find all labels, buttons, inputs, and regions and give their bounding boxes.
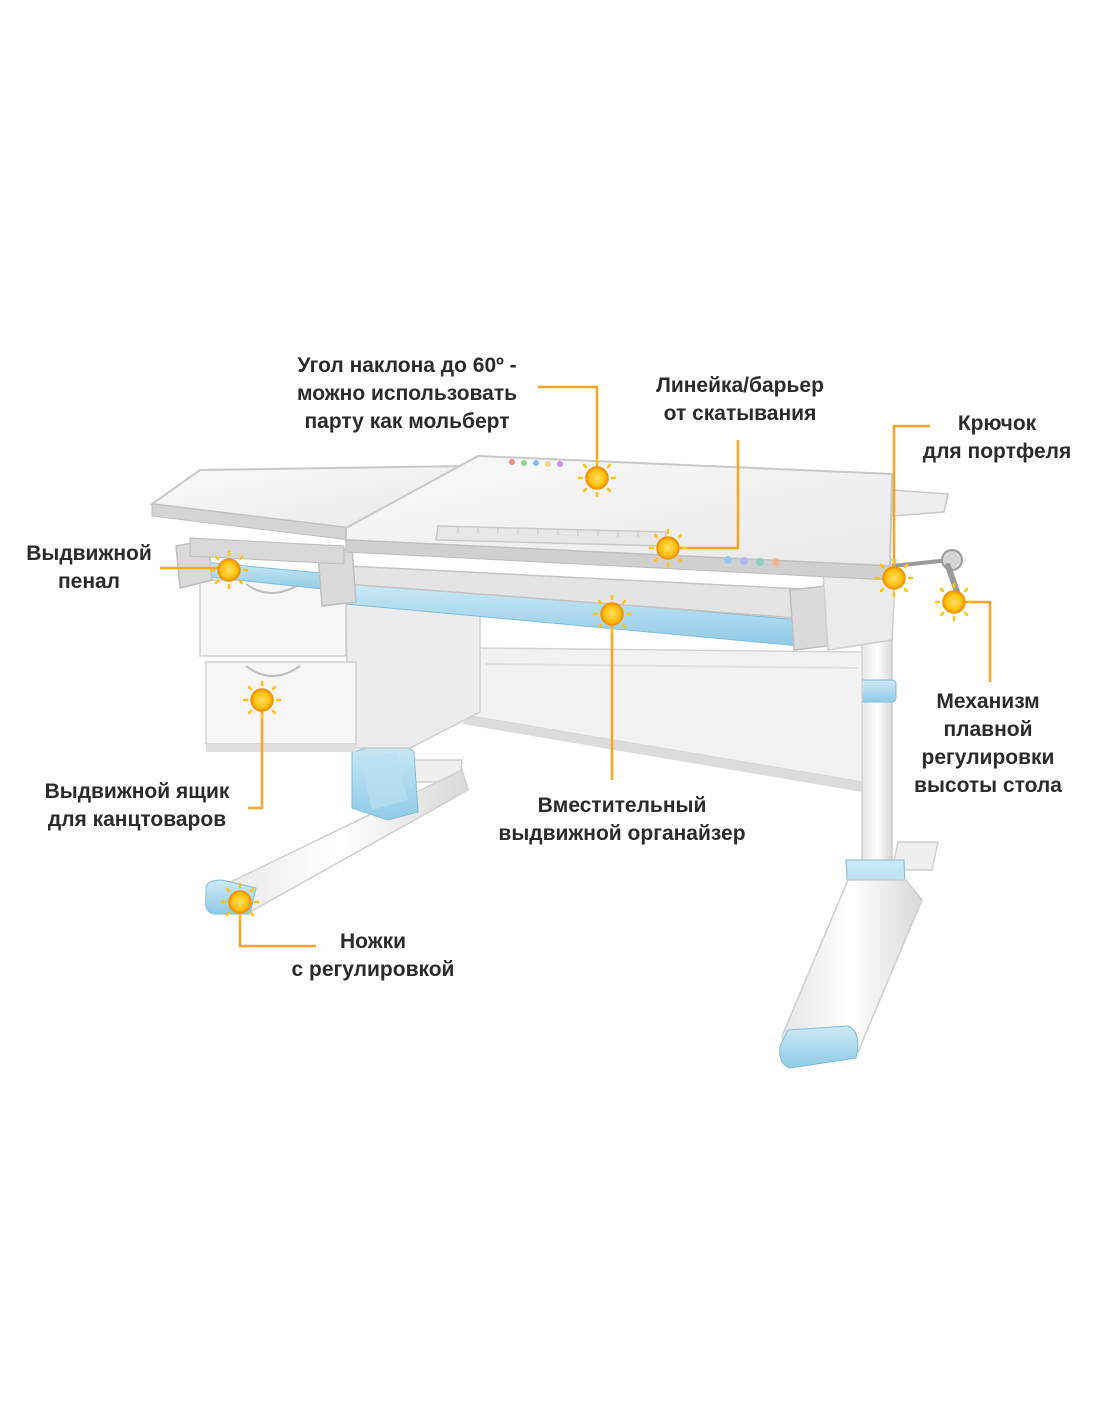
callout-organizer-line2: выдвижной органайзер <box>498 822 746 845</box>
left-leg <box>205 739 469 915</box>
callout-legs-line2: с регулировкой <box>291 958 455 981</box>
marker-organizer-icon <box>592 594 632 634</box>
callout-tilt-line2: можно использовать <box>296 382 518 405</box>
right-column <box>861 621 893 873</box>
right-column-collar <box>857 679 897 703</box>
marker-hook-icon <box>874 558 914 598</box>
callout-mechanism-line3: регулировки <box>921 746 1055 769</box>
callout-drawer-line1: Выдвижной ящик <box>44 780 230 803</box>
pencil-tray <box>189 537 345 565</box>
callout-drawer: Выдвижной ящик для канцтоваров <box>24 778 250 834</box>
callout-tilt: Угол наклона до 60º - можно использовать… <box>262 352 552 436</box>
leader-ruler <box>668 440 740 550</box>
callout-markers <box>209 458 974 922</box>
callout-hook-line1: Крючок <box>957 412 1037 435</box>
callout-ruler-line1: Линейка/барьер <box>656 374 824 397</box>
callout-ruler-line2: от скатывания <box>663 402 817 425</box>
callout-hook-line2: для портфеля <box>922 440 1072 463</box>
side-extension <box>891 489 949 517</box>
drawer-cabinet <box>199 579 481 752</box>
leader-lines <box>160 385 992 948</box>
marker-ruler-icon <box>648 528 688 568</box>
marker-pencil-icon <box>209 550 249 590</box>
callout-mechanism-line2: плавной <box>943 718 1033 741</box>
callout-tilt-line3: парту как мольберт <box>304 410 510 433</box>
leader-mechanism <box>958 600 992 682</box>
crank-handle <box>891 549 963 603</box>
right-foot-cap <box>779 1025 859 1069</box>
callout-drawer-line2: для канцтоваров <box>47 808 227 831</box>
callout-legs-line1: Ножки <box>339 930 407 953</box>
marker-mechanism-icon <box>934 582 974 622</box>
right-leg <box>779 621 939 1069</box>
right-front-foot <box>781 879 923 1061</box>
marker-drawer-icon <box>242 680 282 720</box>
main-tabletop <box>345 454 949 581</box>
callout-pencil-line2: пенал <box>57 570 121 593</box>
back-panel <box>462 647 863 792</box>
callout-pencil-line1: Выдвижной <box>26 542 152 565</box>
leader-drawer <box>248 702 264 810</box>
callout-mechanism-line1: Механизм <box>936 690 1040 713</box>
callout-pencil-case: Выдвижной пенал <box>14 540 164 596</box>
callout-hook: Крючок для портфеля <box>912 410 1082 466</box>
callout-ruler: Линейка/барьер от скатывания <box>640 372 840 428</box>
callout-legs: Ножки с регулировкой <box>268 928 478 984</box>
callout-organizer-line1: Вместительный <box>537 794 707 817</box>
callout-organizer: Вместительный выдвижной органайзер <box>472 792 772 848</box>
tabletop-decals <box>509 459 780 566</box>
callout-mechanism: Механизм плавной регулировки высоты стол… <box>898 688 1078 800</box>
callout-mechanism-line4: высоты стола <box>914 774 1062 797</box>
marker-tilt-icon <box>577 458 617 498</box>
callout-tilt-line1: Угол наклона до 60º - <box>297 354 517 377</box>
marker-legs-icon <box>220 882 260 922</box>
leader-hook <box>892 424 930 578</box>
leader-tilt <box>538 385 599 476</box>
